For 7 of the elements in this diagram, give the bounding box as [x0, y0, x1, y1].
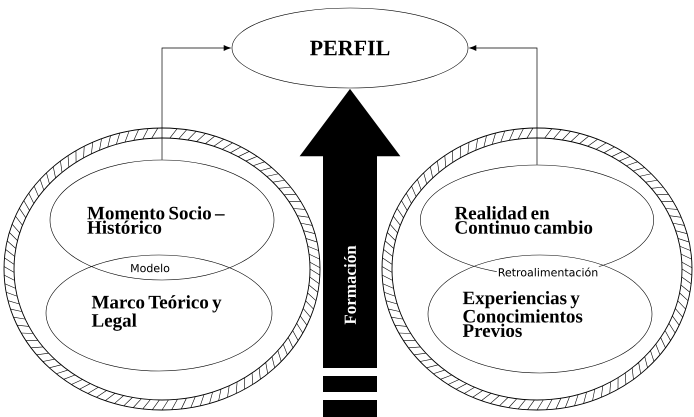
- ellipse-overlap-label: Modelo: [129, 262, 171, 274]
- hatched-ring: [4, 128, 320, 410]
- connector-arrow: [469, 45, 538, 166]
- hatched-ring: [382, 128, 692, 410]
- connector-arrow: [162, 45, 231, 160]
- edge-label: Formación: [344, 246, 356, 324]
- ellipse-overlap-label: Retroalimentación: [496, 266, 600, 278]
